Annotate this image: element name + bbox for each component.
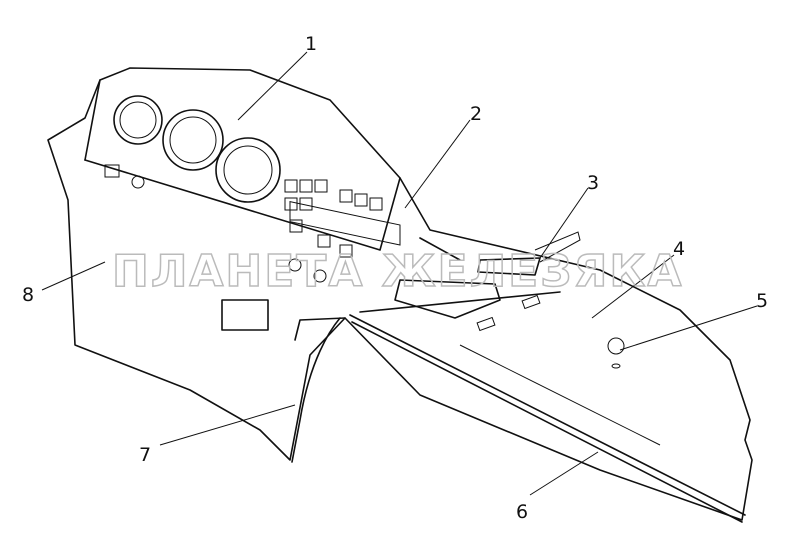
leader-lines <box>41 51 758 496</box>
switch-panel <box>284 179 401 258</box>
watermark: ПЛАНЕТА ЖЕЛЕЗЯКА <box>112 246 683 297</box>
callout-1: 1 <box>305 33 317 55</box>
callout-3: 3 <box>587 172 599 194</box>
instrument-cluster <box>104 95 625 369</box>
callout-2: 2 <box>470 103 482 125</box>
callout-6: 6 <box>516 501 528 523</box>
callout-labels: 1 2 3 4 5 6 7 8 <box>22 33 768 523</box>
callout-8: 8 <box>22 284 34 306</box>
callout-7: 7 <box>139 444 151 466</box>
console-body <box>47 67 753 523</box>
callout-4: 4 <box>673 238 685 260</box>
callout-5: 5 <box>756 290 768 312</box>
